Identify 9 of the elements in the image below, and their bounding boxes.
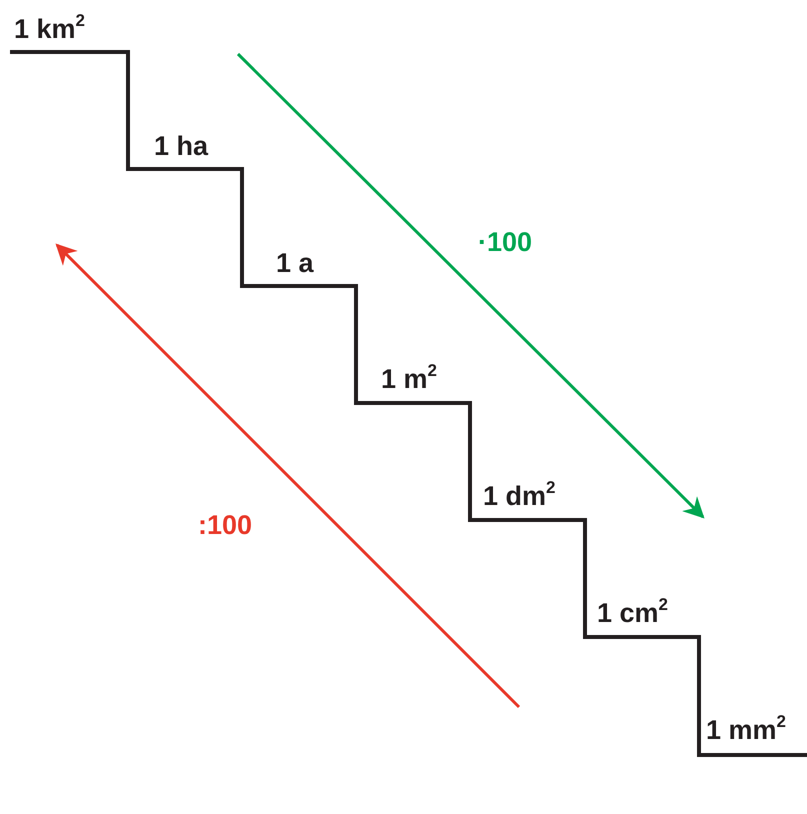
factor-label: :100 bbox=[198, 512, 252, 539]
factor-label: ·100 bbox=[478, 229, 532, 256]
unit-label: 1 dm$^{2}$ bbox=[483, 483, 556, 510]
unit-label: 1 m$^{2}$ bbox=[381, 366, 437, 393]
unit-label: 1 cm$^{2}$ bbox=[597, 600, 668, 627]
unit-label: 1 a bbox=[276, 250, 314, 277]
unit-label: 1 mm$^{2}$ bbox=[706, 717, 786, 744]
unit-label: 1 km$^{2}$ bbox=[14, 16, 86, 43]
unit-label: 1 ha bbox=[154, 133, 208, 160]
